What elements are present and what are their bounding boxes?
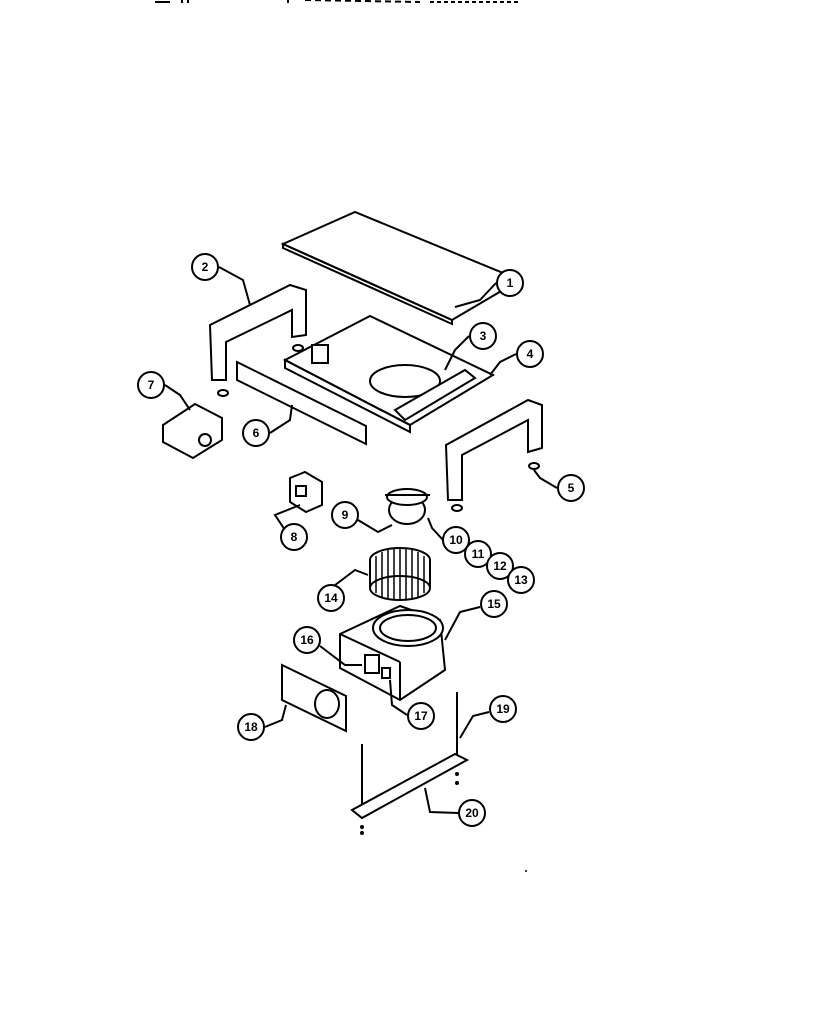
callout-label: 2 <box>202 260 209 274</box>
callout-16[interactable]: 16 <box>293 626 321 654</box>
callout-14[interactable]: 14 <box>317 584 345 612</box>
front-strip <box>236 360 367 446</box>
callout-label: 10 <box>449 533 463 547</box>
base-tray <box>282 314 496 434</box>
blower-housing <box>339 604 447 702</box>
stray-dot <box>525 870 527 872</box>
callout-label: 1 <box>507 276 514 290</box>
callout-label: 19 <box>496 702 510 716</box>
callout-label: 4 <box>527 347 534 361</box>
duct-plate <box>281 663 347 733</box>
callout-label: 6 <box>253 426 260 440</box>
left-bracket <box>208 283 307 397</box>
blower-wheel <box>369 547 431 601</box>
callout-8[interactable]: 8 <box>280 523 308 551</box>
callout-7[interactable]: 7 <box>137 371 165 399</box>
callout-2[interactable]: 2 <box>191 253 219 281</box>
header-marks <box>155 0 520 3</box>
callout-5[interactable]: 5 <box>557 474 585 502</box>
callout-12[interactable]: 12 <box>486 552 514 580</box>
callout-label: 11 <box>472 547 485 561</box>
callout-11[interactable]: 11 <box>464 540 492 568</box>
callout-label: 5 <box>568 481 575 495</box>
callout-6[interactable]: 6 <box>242 419 270 447</box>
callout-label: 18 <box>244 720 258 734</box>
leader-lines <box>164 266 558 814</box>
callout-15[interactable]: 15 <box>480 590 508 618</box>
mounting-bar <box>350 692 470 835</box>
callout-label: 8 <box>291 530 298 544</box>
top-panel <box>280 210 523 326</box>
switch <box>289 470 323 514</box>
right-bracket <box>444 398 543 512</box>
callout-label: 12 <box>493 559 507 573</box>
callout-9[interactable]: 9 <box>331 501 359 529</box>
callout-label: 7 <box>148 378 155 392</box>
callout-label: 13 <box>514 573 528 587</box>
callout-label: 9 <box>342 508 349 522</box>
callout-18[interactable]: 18 <box>237 713 265 741</box>
callout-label: 14 <box>324 591 338 605</box>
callout-label: 17 <box>414 709 428 723</box>
callout-label: 15 <box>487 597 501 611</box>
callout-20[interactable]: 20 <box>458 799 486 827</box>
callout-19[interactable]: 19 <box>489 695 517 723</box>
motor <box>385 488 430 525</box>
callout-label: 3 <box>480 329 487 343</box>
callout-13[interactable]: 13 <box>507 566 535 594</box>
callout-label: 20 <box>465 806 479 820</box>
callout-10[interactable]: 10 <box>442 526 470 554</box>
callout-4[interactable]: 4 <box>516 340 544 368</box>
callout-1[interactable]: 1 <box>496 269 524 297</box>
switch-bracket <box>162 402 223 460</box>
callout-17[interactable]: 17 <box>407 702 435 730</box>
callout-label: 16 <box>300 633 314 647</box>
callout-3[interactable]: 3 <box>469 322 497 350</box>
